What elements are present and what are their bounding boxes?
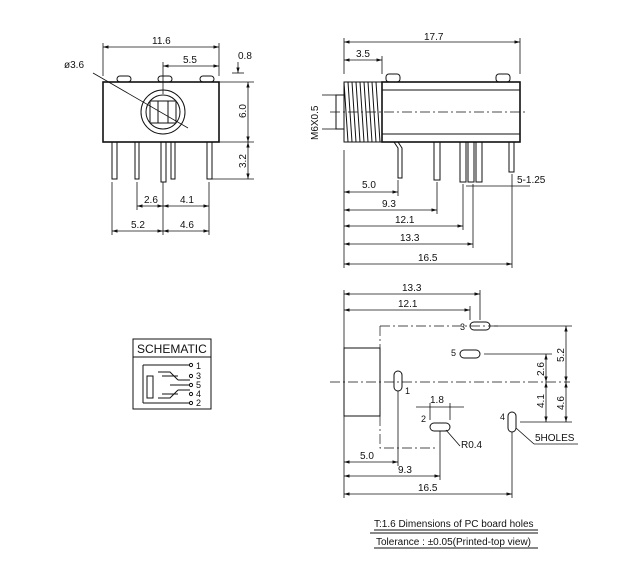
notes: T:1.6 Dimensions of PC board holes Toler…	[370, 519, 538, 549]
schematic-pin-2: 2	[196, 398, 201, 408]
pin	[111, 141, 118, 180]
dim-r46: 4.6	[556, 396, 567, 410]
schematic-pin-1: 1	[196, 361, 201, 371]
schematic-title: SCHEMATIC	[137, 342, 207, 356]
pcb-hole-1	[393, 370, 403, 392]
dim-pitch-a: 2.6	[144, 195, 158, 206]
dim-r26: 2.6	[536, 362, 547, 376]
dim-b93: 9.3	[398, 465, 412, 476]
dim-pin-length: 3.2	[238, 154, 249, 168]
dim-total: 17.7	[424, 32, 444, 43]
dim-d93: 9.3	[382, 199, 396, 210]
dim-d5-125: 5-1.25	[517, 175, 546, 186]
dim-top-133: 13.3	[402, 283, 422, 294]
dim-right-offset: 5.5	[183, 55, 197, 66]
hole-label-3: 3	[460, 322, 465, 332]
dim-pitch-b: 4.1	[180, 195, 194, 206]
dim-b50: 5.0	[360, 451, 374, 462]
hole-label-4: 4	[500, 412, 505, 422]
hole-label-1: 1	[405, 386, 410, 396]
dim-bottom-right: 4.6	[180, 220, 194, 231]
dim-d18: 1.8	[430, 395, 444, 406]
dim-bore: ø3.6	[64, 60, 84, 71]
dim-top-121: 12.1	[398, 299, 418, 310]
bore-outer	[140, 89, 186, 135]
schematic: SCHEMATIC 1 3 5 4 2	[132, 338, 212, 410]
dim-width: 11.6	[152, 36, 171, 47]
hole-label-2: 2	[421, 414, 426, 424]
dim-bottom-left: 5.2	[131, 220, 145, 231]
dim-thread-len: 3.5	[356, 49, 370, 60]
dim-height: 6.0	[238, 104, 249, 118]
schematic-pin-3: 3	[196, 371, 201, 381]
dim-pin-offset: 0.8	[238, 51, 252, 62]
note-line-2: Tolerance : ±0.05(Printed-top view)	[376, 537, 531, 548]
hole-label-5: 5	[451, 348, 456, 358]
dim-d165: 16.5	[418, 253, 438, 264]
dim-d121: 12.1	[395, 215, 415, 226]
schematic-pin-5: 5	[196, 380, 201, 390]
side-view: 17.7 3.5 M6X0.5 5.0 9.3 12.1 13.3 16.5 5…	[310, 32, 546, 268]
dim-holes: 5HOLES	[535, 433, 575, 444]
dim-r41: 4.1	[536, 394, 547, 408]
dim-r52: 5.2	[556, 348, 567, 362]
front-view: ø3.6 11.6 5.5 0.8 6.0 3.2 2.6	[64, 36, 254, 235]
pcb-hole-2	[429, 422, 451, 432]
dim-b165: 16.5	[418, 483, 438, 494]
note-line-1: T:1.6 Dimensions of PC board holes	[374, 519, 534, 530]
pcb-hole-3	[469, 321, 491, 331]
schematic-pin-4: 4	[196, 389, 201, 399]
pcb-hole-5	[459, 349, 481, 359]
pcb-layout: 3 5 1 2 4 13.3 12.1 5.2 2.6 4.1 4.6 1.8 …	[330, 283, 578, 498]
pcb-hole-4	[507, 411, 517, 433]
dim-thread: M6X0.5	[310, 105, 321, 140]
dim-d133: 13.3	[400, 233, 420, 244]
dim-r04: R0.4	[461, 440, 483, 451]
dim-d5: 5.0	[362, 180, 376, 191]
